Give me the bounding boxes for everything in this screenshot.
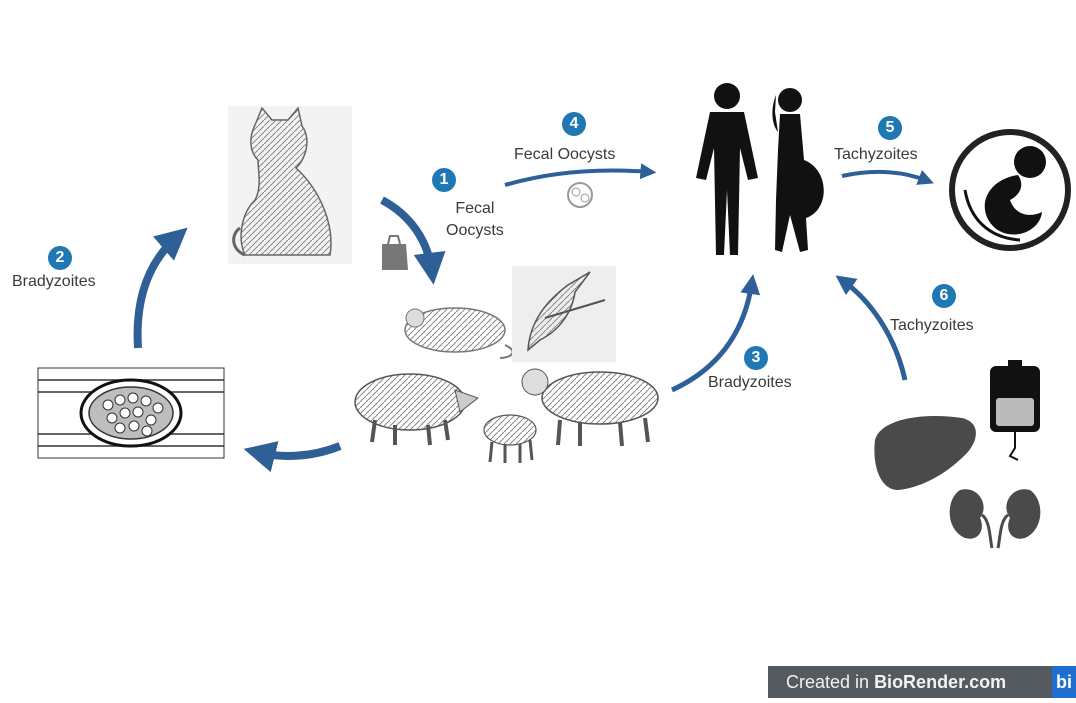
arrow-animals-to-tissue <box>256 446 340 456</box>
step-badge-5: 5 <box>878 116 902 140</box>
credit-text: Created in BioRender.com <box>786 672 1006 693</box>
sheep-icon <box>484 369 658 463</box>
credit-brand: BioRender.com <box>874 672 1006 692</box>
label-tachyzoites-6: Tachyzoites <box>890 316 974 336</box>
fetus-icon <box>952 132 1068 248</box>
feces-bag-icon <box>382 236 408 270</box>
label-tachyzoites-5: Tachyzoites <box>834 145 918 165</box>
arrow-tissue-to-cat <box>138 236 178 348</box>
liver-icon <box>874 416 976 490</box>
label-fecal-oocysts-1: Fecal Oocysts <box>446 198 504 242</box>
step-badge-6: 6 <box>932 284 956 308</box>
cat-icon <box>228 106 352 264</box>
pig-icon <box>355 374 478 445</box>
step-badge-2: 2 <box>48 246 72 270</box>
kidney-icon <box>950 489 1041 548</box>
mouse-icon <box>405 308 513 358</box>
bird-icon <box>512 266 616 362</box>
step-badge-3: 3 <box>744 346 768 370</box>
tissue-cyst-icon <box>38 368 224 458</box>
label-bradyzoites-2: Bradyzoites <box>12 272 96 292</box>
step-badge-4: 4 <box>562 112 586 136</box>
arrow-human-to-fetus <box>842 172 928 181</box>
pregnant-woman-icon <box>772 88 823 252</box>
step-badge-1: 1 <box>432 168 456 192</box>
credit-prefix: Created in <box>786 672 874 692</box>
label-bradyzoites-3: Bradyzoites <box>708 373 792 393</box>
oocyst-icon <box>568 183 592 207</box>
man-icon <box>696 83 758 255</box>
biorender-logo: bi <box>1052 666 1076 698</box>
biorender-credit: Created in BioRender.com bi <box>768 666 1076 698</box>
blood-bag-icon <box>990 360 1040 460</box>
label-fecal-oocysts-4: Fecal Oocysts <box>514 145 615 165</box>
